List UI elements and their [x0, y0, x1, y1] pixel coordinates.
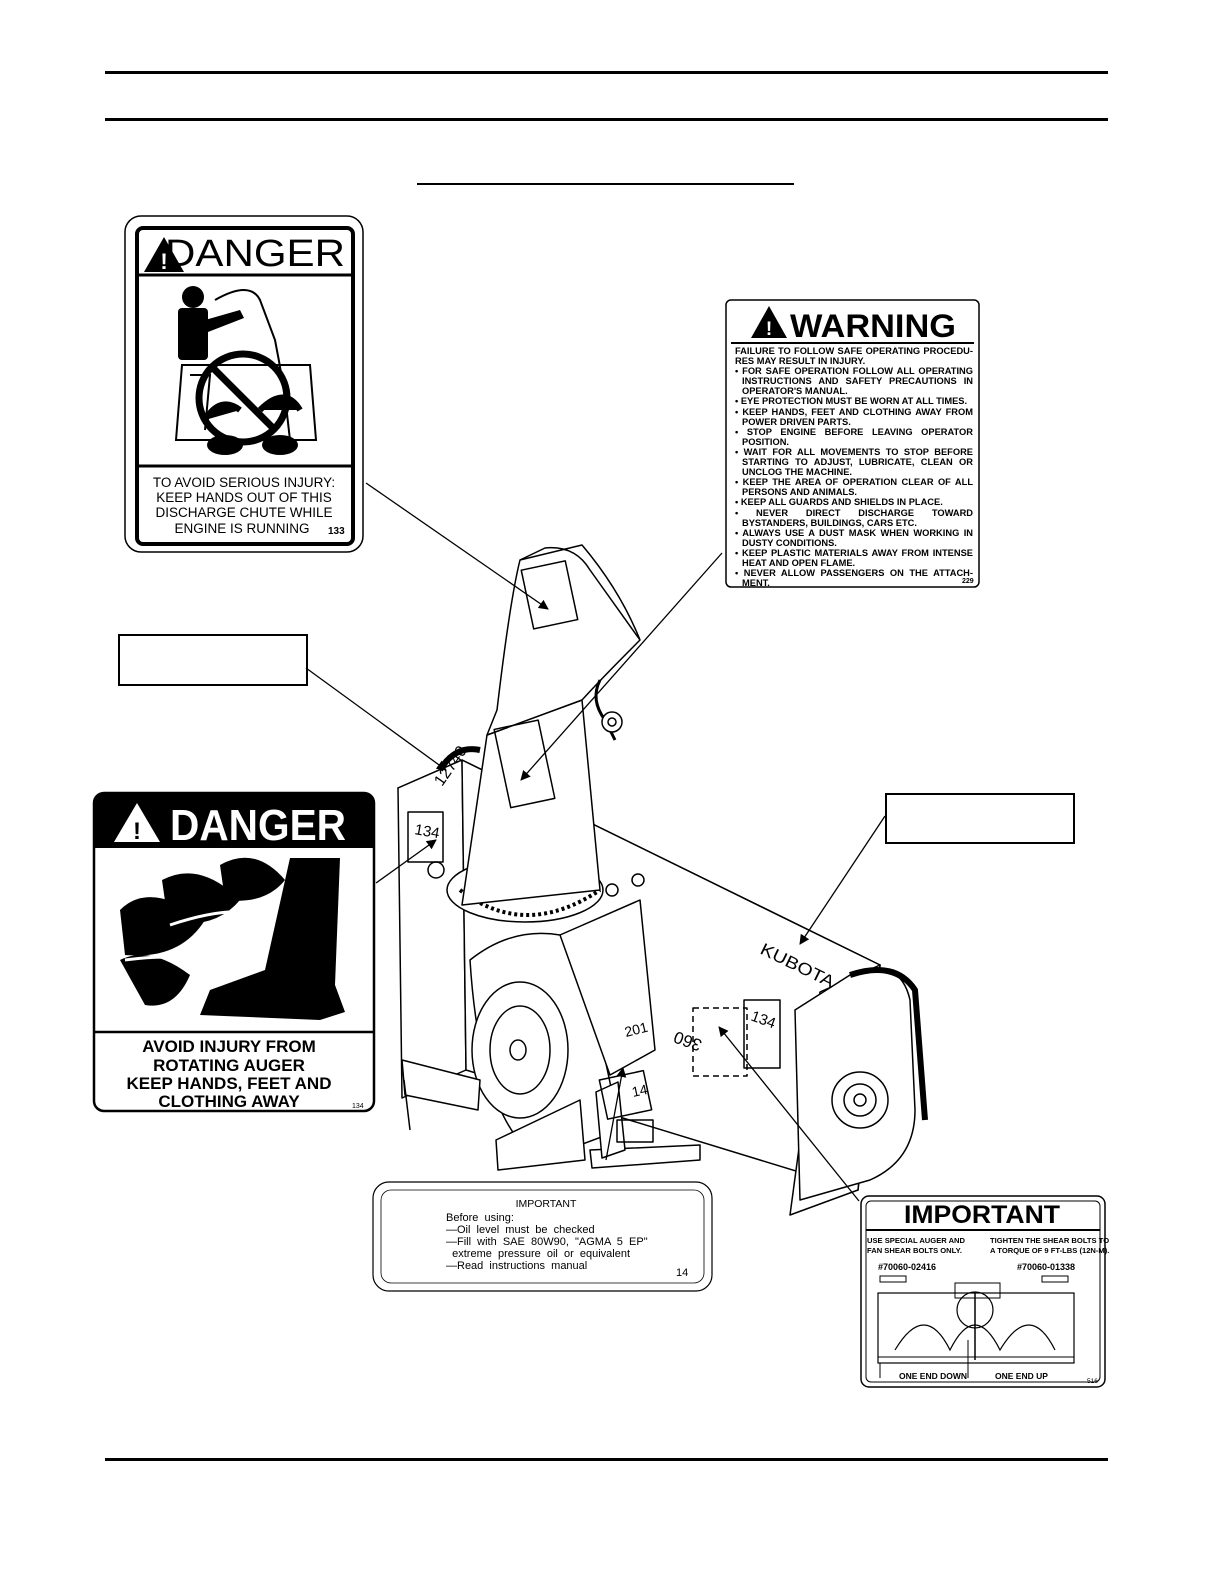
leader-arrows: [305, 482, 886, 1202]
danger-auger-line-3: KEEP HANDS, FEET AND: [127, 1074, 332, 1093]
shear-part-left: #70060-02416: [878, 1262, 936, 1272]
machine-decal-134-side: 134: [413, 821, 441, 842]
warning-item: • KEEP ALL GUARDS AND SHIELDS IN PLACE.: [735, 497, 943, 508]
important-gearbox-line-4: extreme pressure oil or equivalent: [446, 1248, 630, 1260]
warning-item: • KEEP THE AREA OF OPERATION CLEAR OF AL…: [735, 477, 973, 498]
warning-item: • WAIT FOR ALL MOVEMENTS TO STOP BEFORE …: [735, 446, 973, 478]
top-rule-2: [105, 118, 1108, 121]
danger-chute-header: DANGER: [165, 233, 345, 275]
danger-chute-decal: ! DANGER TO AVOID SERIOUS INJURY: KEEP H…: [124, 215, 364, 553]
danger-auger-code: 134: [352, 1103, 364, 1110]
shear-right-text-2: A TORQUE OF 9 FT-LBS (12N-M).: [990, 1246, 1109, 1255]
important-shear-title: IMPORTANT: [904, 1201, 1060, 1229]
shear-right-text-1: TIGHTEN THE SHEAR BOLTS TO: [990, 1236, 1109, 1245]
machine-decal-201: 201: [623, 1019, 650, 1040]
callout-box-right: [885, 793, 1075, 844]
warning-triangle-icon: !: [114, 803, 160, 845]
danger-chute-line-1: TO AVOID SERIOUS INJURY:: [153, 475, 335, 490]
important-gearbox-line-1: Before using:: [446, 1212, 514, 1224]
danger-auger-line-4: CLOTHING AWAY: [158, 1092, 300, 1111]
important-gearbox-code: 14: [676, 1267, 688, 1279]
hand-in-chute-pictogram: [174, 286, 318, 455]
warning-item: • NEVER DIRECT DISCHARGE TOWARD BYSTANDE…: [735, 507, 973, 528]
warning-item: • NEVER ALLOW PASSENGERS ON THE ATTACH-M…: [735, 568, 973, 589]
svg-text:!: !: [133, 818, 141, 845]
warning-intro: FAILURE TO FOLLOW SAFE OPERATING PROCEDU…: [735, 346, 973, 367]
shear-label-left: ONE END DOWN: [899, 1371, 967, 1381]
shear-left-text-1: USE SPECIAL AUGER AND: [867, 1236, 966, 1245]
danger-auger-line-1: AVOID INJURY FROM: [142, 1037, 315, 1056]
warning-item: • EYE PROTECTION MUST BE WORN AT ALL TIM…: [735, 396, 968, 407]
warning-item: • ALWAYS USE A DUST MASK WHEN WORKING IN…: [735, 527, 973, 548]
shear-code: 516: [1087, 1378, 1098, 1385]
title-underline: [417, 183, 794, 185]
bottom-rule: [105, 1458, 1108, 1461]
warning-item: • FOR SAFE OPERATION FOLLOW ALL OPERATIN…: [735, 366, 973, 397]
important-gearbox-line-2: —Oil level must be checked: [446, 1224, 595, 1236]
warning-item: • STOP ENGINE BEFORE LEAVING OPERATOR PO…: [735, 426, 973, 447]
warning-item: • KEEP HANDS, FEET AND CLOTHING AWAY FRO…: [735, 406, 973, 427]
shear-part-right: #70060-01338: [1017, 1262, 1075, 1272]
important-gearbox-line-3: —Fill with SAE 80W90, "AGMA 5 EP": [446, 1236, 648, 1248]
danger-chute-line-4: ENGINE IS RUNNING: [174, 521, 309, 536]
machine-decal-14: 14: [630, 1081, 649, 1100]
important-gearbox-line-5: —Read instructions manual: [446, 1260, 587, 1272]
svg-text:!: !: [160, 249, 167, 274]
important-gearbox-title: IMPORTANT: [516, 1198, 577, 1210]
important-shear-bolt-decal: IMPORTANT USE SPECIAL AUGER AND FAN SHEA…: [860, 1195, 1109, 1388]
auger-and-boot-pictogram: [120, 857, 345, 1020]
warning-triangle-icon: !: [751, 306, 787, 340]
warning-item: • KEEP PLASTIC MATERIALS AWAY FROM INTEN…: [735, 547, 973, 568]
danger-chute-line-3: DISCHARGE CHUTE WHILE: [155, 505, 332, 520]
warning-text-list: FAILURE TO FOLLOW SAFE OPERATING PROCEDU…: [735, 346, 973, 588]
warning-triangle-icon: !: [144, 237, 184, 274]
danger-chute-code: 133: [328, 526, 345, 537]
top-rule-1: [105, 71, 1108, 74]
warning-header: WARNING: [790, 308, 956, 344]
shear-left-text-2: FAN SHEAR BOLTS ONLY.: [867, 1246, 962, 1255]
snowblower-machine: [397, 544, 928, 1216]
callout-box-left: [118, 634, 308, 686]
important-gearbox-decal: IMPORTANT Before using: —Oil level must …: [372, 1181, 713, 1292]
danger-chute-line-2: KEEP HANDS OUT OF THIS: [156, 490, 332, 505]
danger-auger-header: DANGER: [170, 801, 346, 850]
danger-auger-decal: ! DANGER AVOID INJURY FROM ROTATING AUGE…: [92, 791, 376, 1113]
svg-text:!: !: [766, 319, 772, 340]
danger-auger-line-2: ROTATING AUGER: [153, 1056, 305, 1075]
shear-label-right: ONE END UP: [995, 1371, 1048, 1381]
auger-housing-pictogram: [877, 1275, 1075, 1378]
warning-decal: ! WARNING 229: [725, 299, 980, 588]
warning-code: 229: [962, 578, 974, 585]
